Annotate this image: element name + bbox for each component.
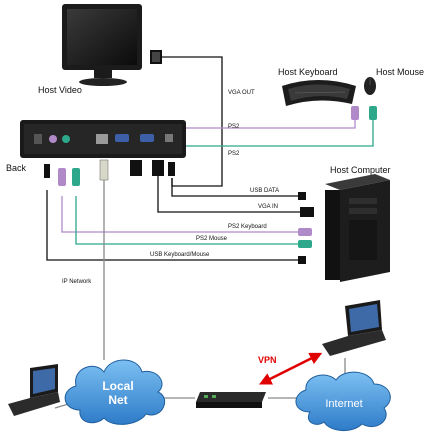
kvm-switch-back-panel xyxy=(20,120,186,158)
vpn-arrow xyxy=(259,352,323,385)
host-video-label: Host Video xyxy=(38,85,82,95)
usb-keyboard-mouse-cable xyxy=(46,190,300,261)
host-mouse xyxy=(364,77,376,95)
vga-in-cable xyxy=(157,176,303,213)
usb-data-cable xyxy=(171,178,300,197)
local-net-cloud xyxy=(64,359,166,425)
ip-network-label: IP Network xyxy=(62,279,92,285)
usb-keyboard-mouse-label: USB Keyboard/Mouse xyxy=(150,252,210,258)
vga-out-plug xyxy=(150,50,162,64)
host-computer-label: Host Computer xyxy=(330,165,391,175)
computer-side-plugs xyxy=(298,192,314,264)
host-ps2-plugs xyxy=(351,106,377,120)
host-keyboard xyxy=(282,80,356,106)
ps2-mouse-label: PS2 Mouse xyxy=(196,236,228,242)
ps2-lower-label: PS2 xyxy=(228,151,240,157)
local-net-label: Local Net xyxy=(96,380,140,406)
host-mouse-label: Host Mouse xyxy=(376,67,425,77)
remote-laptop xyxy=(322,300,386,356)
host-video-monitor xyxy=(62,4,142,86)
host-computer-tower xyxy=(325,174,390,282)
vga-out-label: VGA OUT xyxy=(228,90,255,96)
kvm-cable-plugs xyxy=(44,159,175,186)
usb-data-label: USB DATA xyxy=(250,188,280,194)
vpn-label: VPN xyxy=(258,355,277,365)
ps2-keyboard-cable xyxy=(61,196,300,233)
internet-label: Internet xyxy=(325,398,363,410)
local-net-label-line1: Local xyxy=(102,379,134,393)
ps2-keyboard-label: PS2 Keyboard xyxy=(228,224,267,230)
vga-in-label: VGA IN xyxy=(258,204,279,210)
back-label: Back xyxy=(6,163,27,173)
ps2-upper-label: PS2 xyxy=(228,124,240,130)
internet-cloud xyxy=(295,371,391,431)
router-device xyxy=(196,392,266,408)
host-keyboard-label: Host Keyboard xyxy=(278,67,338,77)
local-net-label-line2: Net xyxy=(108,393,128,407)
local-laptop xyxy=(8,364,60,416)
host-ps2-cables xyxy=(185,118,374,147)
ps2-mouse-cable xyxy=(75,196,300,245)
